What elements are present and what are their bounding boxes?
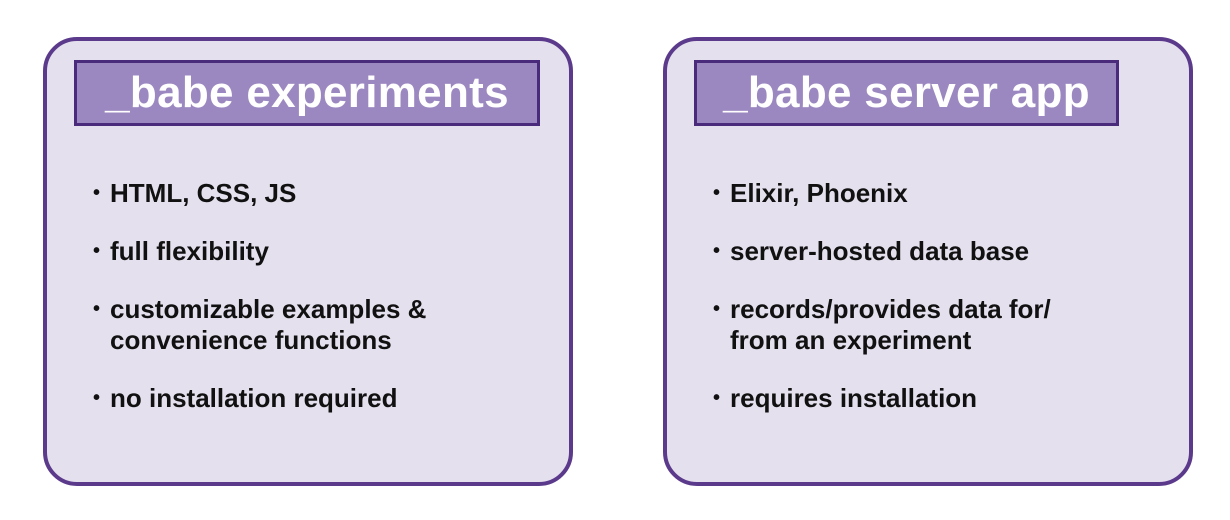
feature-list: • Elixir, Phoenix • server-hosted data b… bbox=[713, 178, 1179, 441]
bullet-icon: • bbox=[93, 387, 101, 409]
babe-server-app-card: _babe server app • Elixir, Phoenix • ser… bbox=[663, 37, 1193, 486]
list-item: • server-hosted data base bbox=[713, 236, 1179, 267]
list-item-text: server-hosted data base bbox=[730, 236, 1030, 266]
list-item: • HTML, CSS, JS bbox=[93, 178, 559, 209]
feature-list: • HTML, CSS, JS • full flexibility • cus… bbox=[93, 178, 559, 441]
card-title: _babe experiments bbox=[74, 60, 540, 126]
list-item-text: records/provides data for/ from an exper… bbox=[730, 294, 1051, 355]
bullet-icon: • bbox=[93, 298, 101, 320]
bullet-icon: • bbox=[713, 298, 721, 320]
list-item-text: no installation required bbox=[110, 383, 398, 413]
bullet-icon: • bbox=[713, 182, 721, 204]
bullet-icon: • bbox=[93, 240, 101, 262]
list-item: • no installation required bbox=[93, 383, 559, 414]
list-item: • full flexibility bbox=[93, 236, 559, 267]
list-item-text: customizable examples & convenience func… bbox=[110, 294, 427, 355]
bullet-icon: • bbox=[713, 240, 721, 262]
list-item-text: HTML, CSS, JS bbox=[110, 178, 297, 208]
list-item: • Elixir, Phoenix bbox=[713, 178, 1179, 209]
list-item: • records/provides data for/ from an exp… bbox=[713, 294, 1179, 356]
list-item-text: full flexibility bbox=[110, 236, 269, 266]
list-item-text: requires installation bbox=[730, 383, 978, 413]
bullet-icon: • bbox=[93, 182, 101, 204]
list-item: • customizable examples & convenience fu… bbox=[93, 294, 559, 356]
babe-experiments-card: _babe experiments • HTML, CSS, JS • full… bbox=[43, 37, 573, 486]
card-title: _babe server app bbox=[694, 60, 1119, 126]
list-item: • requires installation bbox=[713, 383, 1179, 414]
list-item-text: Elixir, Phoenix bbox=[730, 178, 908, 208]
bullet-icon: • bbox=[713, 387, 721, 409]
